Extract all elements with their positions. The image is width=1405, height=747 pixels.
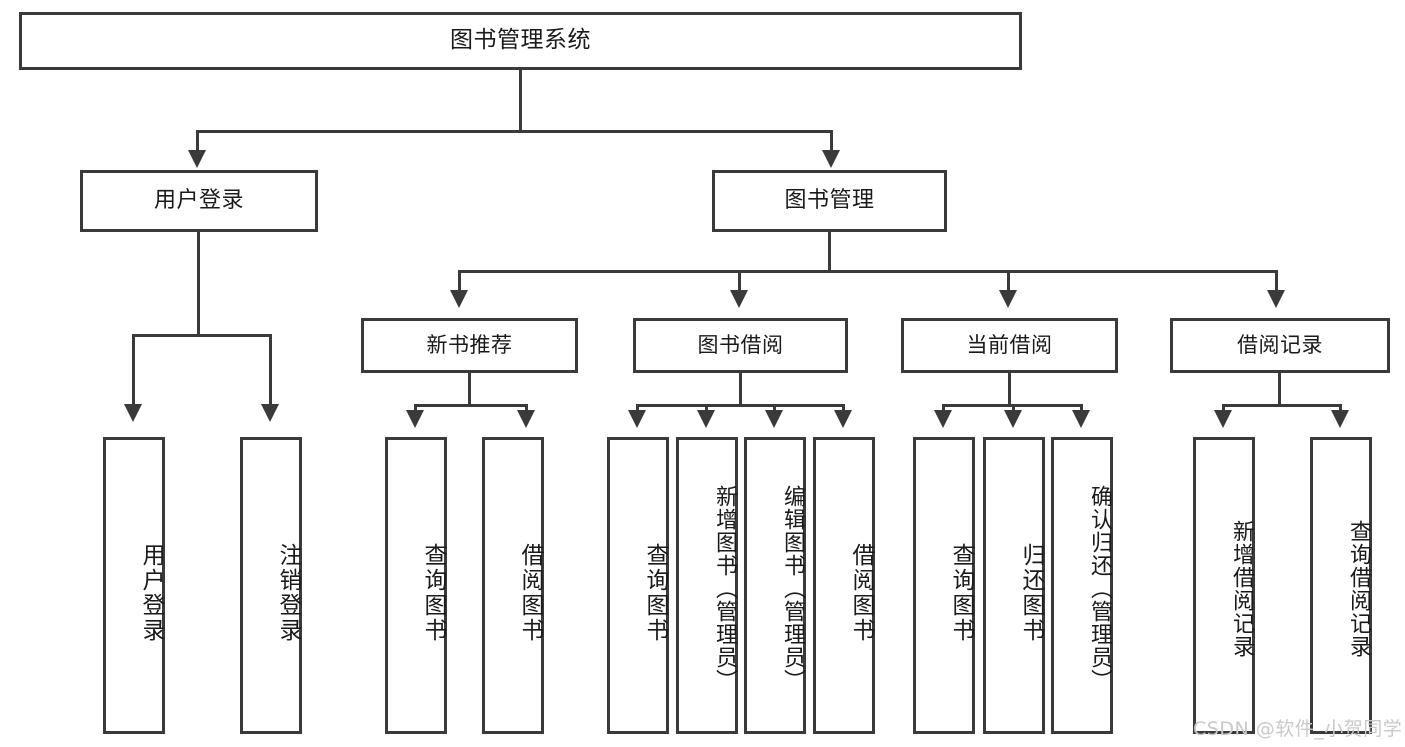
leaf-borrow-record-1[interactable]: 查询借阅记录 — [1310, 437, 1372, 734]
edge-book-manage-branch-4 — [1275, 270, 1278, 292]
arrow-borrow-record-leaf-2 — [1331, 410, 1349, 428]
leaf-book-borrow-1[interactable]: 新增图书（管理员） — [676, 437, 738, 734]
leaf-user-login-0[interactable]: 用户登录 — [103, 437, 165, 734]
edge-new-book-bar — [414, 404, 528, 407]
edge-new-book-branch-1 — [414, 404, 417, 414]
edge-book-borrow-branch-1 — [636, 404, 639, 414]
node-label: 查询图书 — [420, 542, 446, 643]
edge-root-bar — [196, 130, 833, 133]
node-label: 确认归还（管理员） — [1087, 485, 1112, 692]
edge-book-manage-bar — [458, 270, 1278, 273]
leaf-new-book-recommend-1[interactable]: 借阅图书 — [482, 437, 544, 734]
edge-user-login-branch-2 — [269, 334, 272, 406]
edge-book-manage-stem — [828, 232, 831, 272]
node-label: 借阅图书 — [517, 542, 543, 643]
arrow-to-current-borrow — [999, 290, 1017, 308]
leaf-current-borrow-1[interactable]: 归还图书 — [983, 437, 1045, 734]
node-label: 用户登录 — [153, 187, 244, 213]
edge-new-book-branch-2 — [525, 404, 528, 414]
arrow-current-borrow-leaf-3 — [1072, 410, 1090, 428]
edge-book-borrow-bar — [636, 404, 845, 407]
node-label: 借阅记录 — [1237, 332, 1323, 357]
node-label: 注销登录 — [275, 542, 301, 643]
edge-current-borrow-branch-3 — [1080, 404, 1083, 414]
node-new-book-recommend[interactable]: 新书推荐 — [361, 318, 578, 373]
edge-book-manage-branch-2 — [738, 270, 741, 292]
node-user-login[interactable]: 用户登录 — [80, 170, 318, 232]
edge-book-manage-branch-3 — [1007, 270, 1010, 292]
arrow-root-to-user-login — [188, 150, 206, 168]
edge-book-borrow-stem — [739, 373, 742, 406]
leaf-borrow-record-0[interactable]: 新增借阅记录 — [1193, 437, 1255, 734]
arrow-book-borrow-leaf-3 — [765, 410, 783, 428]
edge-user-login-stem — [197, 232, 200, 336]
node-label: 查询借阅记录 — [1346, 519, 1371, 658]
node-label: 图书借阅 — [697, 332, 784, 357]
arrow-book-borrow-leaf-1 — [628, 410, 646, 428]
arrow-new-book-leaf-1 — [406, 410, 424, 428]
edge-user-login-bar — [132, 334, 272, 337]
node-label: 图书管理 — [784, 187, 875, 213]
arrow-user-login-leaf-2 — [261, 404, 279, 422]
edge-current-borrow-branch-1 — [942, 404, 945, 414]
node-label: 查询图书 — [948, 542, 974, 643]
edge-current-borrow-branch-2 — [1012, 404, 1015, 414]
leaf-book-borrow-3[interactable]: 借阅图书 — [813, 437, 875, 734]
arrow-user-login-leaf-1 — [124, 404, 142, 422]
node-label: 新增图书（管理员） — [712, 485, 737, 692]
edge-book-borrow-branch-2 — [705, 404, 708, 414]
edge-user-login-branch-1 — [132, 334, 135, 406]
edge-root-stem — [519, 70, 522, 132]
arrow-borrow-record-leaf-1 — [1214, 410, 1232, 428]
node-label: 新增借阅记录 — [1229, 519, 1254, 658]
node-label: 新书推荐 — [426, 332, 513, 357]
edge-new-book-stem — [468, 373, 471, 406]
edge-root-to-user-login — [196, 130, 199, 152]
arrow-to-borrow-record — [1267, 290, 1285, 308]
arrow-current-borrow-leaf-1 — [934, 410, 952, 428]
arrow-to-new-book-recommend — [450, 290, 468, 308]
leaf-current-borrow-0[interactable]: 查询图书 — [913, 437, 975, 734]
node-label: 编辑图书（管理员） — [780, 485, 805, 692]
edge-book-borrow-branch-4 — [842, 404, 845, 414]
edge-borrow-record-branch-2 — [1339, 404, 1342, 414]
edge-borrow-record-branch-1 — [1222, 404, 1225, 414]
leaf-book-borrow-0[interactable]: 查询图书 — [607, 437, 669, 734]
csdn-watermark: CSDN @软件_小贺同学 — [1193, 718, 1403, 740]
node-label: 用户登录 — [138, 542, 164, 643]
arrow-book-borrow-leaf-4 — [834, 410, 852, 428]
node-borrow-record[interactable]: 借阅记录 — [1170, 318, 1390, 373]
leaf-current-borrow-2[interactable]: 确认归还（管理员） — [1051, 437, 1113, 734]
node-label: 借阅图书 — [848, 542, 874, 643]
edge-book-borrow-branch-3 — [773, 404, 776, 414]
node-current-borrow[interactable]: 当前借阅 — [901, 318, 1118, 373]
arrow-current-borrow-leaf-2 — [1004, 410, 1022, 428]
node-label: 图书管理系统 — [450, 27, 591, 54]
edge-current-borrow-stem — [1008, 373, 1011, 406]
edge-borrow-record-bar — [1222, 404, 1342, 407]
edge-root-to-book-manage — [830, 130, 833, 152]
arrow-book-borrow-leaf-2 — [697, 410, 715, 428]
leaf-book-borrow-2[interactable]: 编辑图书（管理员） — [744, 437, 806, 734]
leaf-new-book-recommend-0[interactable]: 查询图书 — [385, 437, 447, 734]
node-label: 当前借阅 — [966, 332, 1053, 357]
node-label: 查询图书 — [642, 542, 668, 643]
arrow-to-book-borrow — [730, 290, 748, 308]
edge-book-manage-branch-1 — [458, 270, 461, 292]
edge-borrow-record-stem — [1278, 373, 1281, 406]
node-root-system[interactable]: 图书管理系统 — [19, 12, 1022, 70]
node-book-borrow[interactable]: 图书借阅 — [633, 318, 848, 373]
arrow-new-book-leaf-2 — [517, 410, 535, 428]
arrow-root-to-book-manage — [822, 150, 840, 168]
leaf-user-login-1[interactable]: 注销登录 — [240, 437, 302, 734]
node-label: 归还图书 — [1018, 542, 1044, 643]
node-book-management[interactable]: 图书管理 — [712, 170, 947, 232]
